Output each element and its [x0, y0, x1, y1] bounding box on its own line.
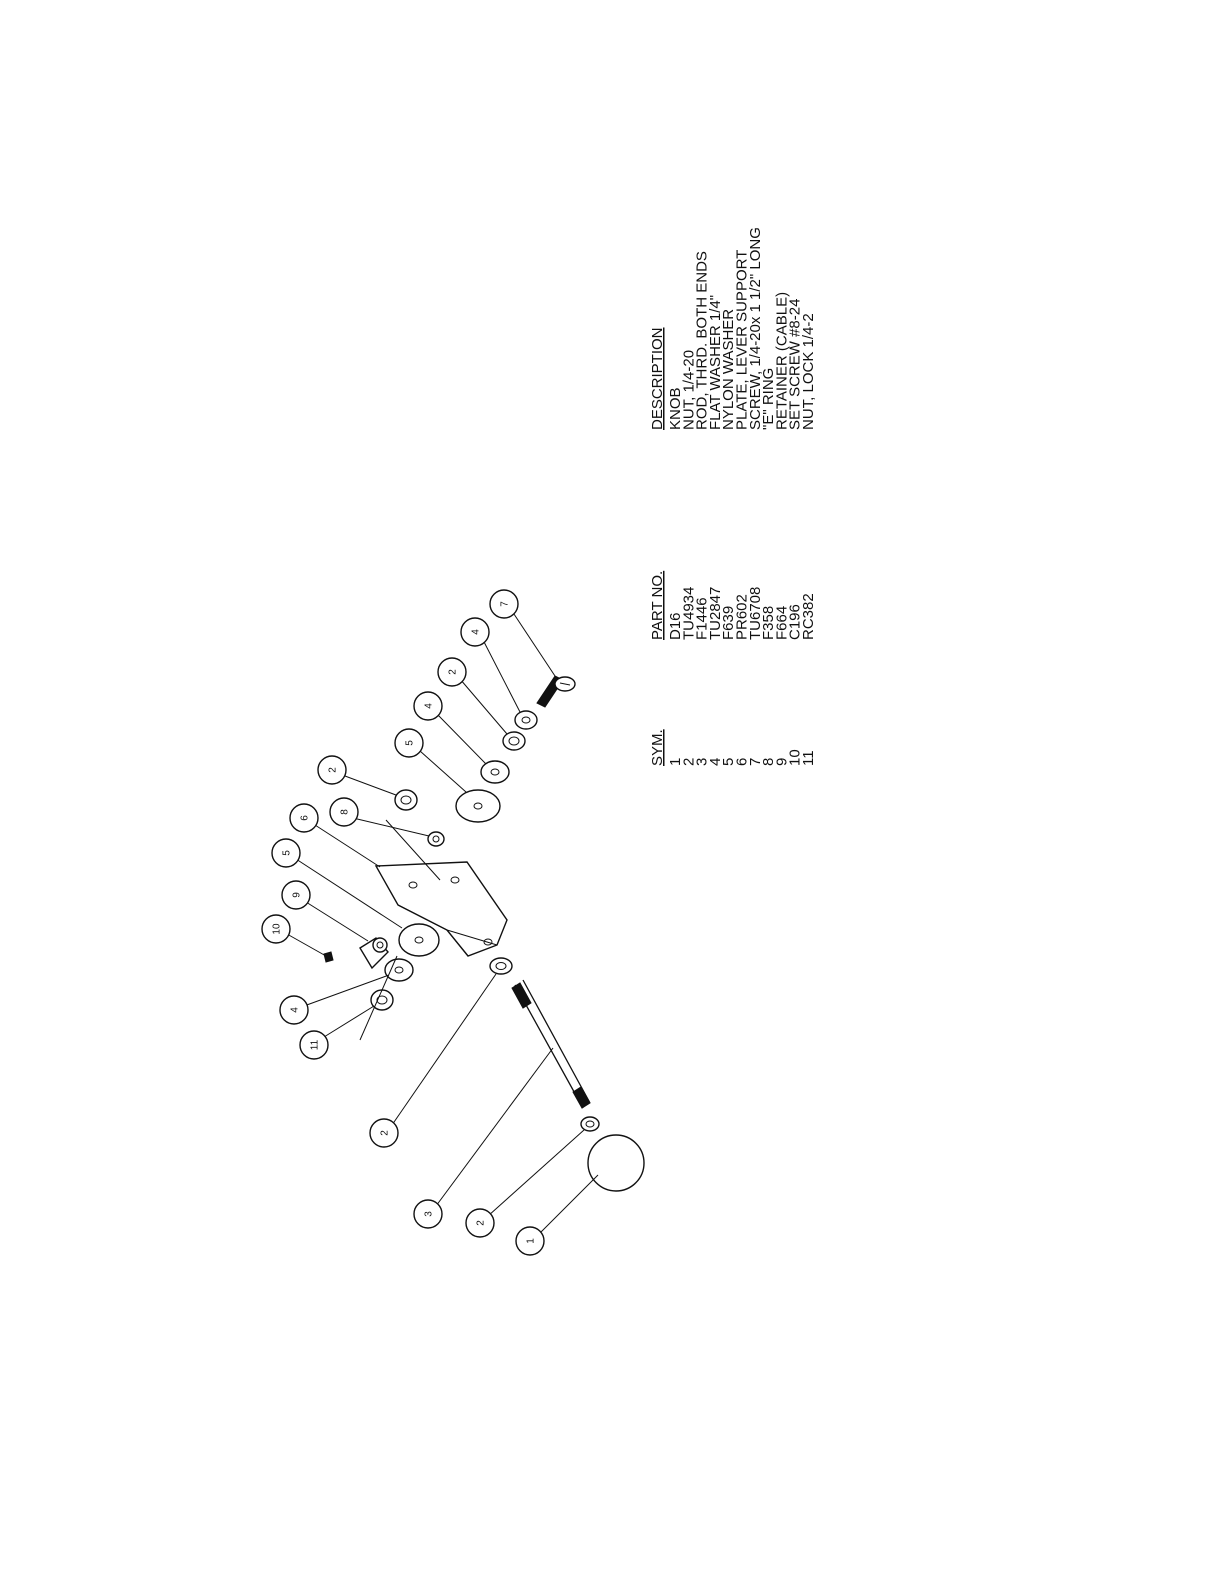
callout-5-right: 5 [394, 728, 424, 758]
svg-text:5: 5 [282, 850, 293, 856]
table-cell-sym: 1 [667, 758, 684, 766]
table-cell-sym: 2 [680, 758, 697, 766]
nut-upper-right-part [394, 789, 418, 811]
parts-table-rows: 1 D16 KNOB 2 TU4934 NUT, 1/4-20 3 F1446 ROD, THR… [667, 227, 817, 766]
e-ring-part [427, 831, 445, 847]
table-cell-part-no: D16 [667, 612, 684, 640]
table-cell-sym: 11 [800, 750, 817, 766]
nut-on-rod-part [489, 957, 513, 975]
lever-support-plate-part [374, 861, 508, 957]
table-cell-description: SCREW, 1/4-20x 1 1/2" LONG [747, 227, 764, 430]
table-cell-sym: 7 [747, 758, 764, 766]
table-cell-sym: 4 [707, 758, 724, 766]
callout-4-far-right: 4 [460, 617, 490, 647]
table-cell-description: NYLON WASHER [720, 309, 737, 430]
svg-text:6: 6 [300, 815, 311, 821]
callout-11: 11 [299, 1030, 329, 1060]
table-cell-part-no: TU6708 [747, 587, 764, 640]
callout-1: 1 [515, 1226, 545, 1256]
svg-text:2: 2 [380, 1130, 391, 1136]
lock-nut-part [370, 989, 394, 1011]
parts-table: SYM. PART NO. DESCRIPTION 1 D16 KNOB 2 TU493… [649, 227, 817, 766]
svg-text:7: 7 [500, 601, 511, 607]
table-cell-part-no: F1446 [694, 597, 711, 640]
table-cell-part-no: RC382 [800, 593, 817, 640]
svg-text:9: 9 [292, 892, 303, 898]
table-cell-part-no: C196 [787, 604, 804, 640]
svg-text:11: 11 [310, 1039, 321, 1050]
table-cell-description: NUT, 1/4-20 [680, 350, 697, 430]
table-cell-sym: 3 [694, 758, 711, 766]
callout-7: 7 [489, 589, 519, 619]
svg-text:2: 2 [448, 669, 459, 675]
threaded-rod-part [511, 979, 591, 1109]
nut-near-knob-part [580, 1116, 600, 1132]
flat-washer-left-part [384, 958, 414, 982]
svg-text:2: 2 [328, 767, 339, 773]
svg-text:10: 10 [272, 923, 283, 935]
nut-right-part [502, 731, 526, 751]
svg-text:5: 5 [405, 740, 416, 746]
nylon-washer-right-part [455, 789, 501, 823]
callout-8: 8 [329, 797, 359, 827]
table-cell-part-no: F639 [720, 606, 737, 640]
header-description: DESCRIPTION [649, 327, 666, 430]
table-cell-description: RETAINER (CABLE) [773, 292, 790, 430]
callout-3: 3 [413, 1199, 443, 1229]
callout-5-left: 5 [271, 838, 301, 868]
table-cell-sym: 8 [760, 758, 777, 766]
table-cell-part-no: PR602 [734, 594, 751, 640]
table-cell-description: FLAT WASHER 1/4" [707, 295, 724, 430]
table-cell-sym: 10 [787, 749, 804, 766]
leader-lines [286, 604, 599, 1237]
screw-part [536, 675, 576, 708]
callout-2-rod-nut: 2 [369, 1118, 399, 1148]
svg-text:4: 4 [424, 703, 435, 709]
callout-4-right: 4 [413, 691, 443, 721]
nylon-washer-left-part [398, 923, 440, 957]
svg-text:4: 4 [471, 629, 482, 635]
knob-part [587, 1134, 645, 1192]
table-cell-part-no: F358 [760, 606, 777, 640]
svg-text:4: 4 [290, 1007, 301, 1013]
flat-washer-far-right-part [514, 710, 538, 730]
set-screw-part [323, 951, 334, 963]
table-cell-description: NUT, LOCK 1/4-2 [800, 313, 817, 430]
table-cell-sym: 6 [734, 758, 751, 766]
table-cell-part-no: TU2847 [707, 587, 724, 640]
callout-9: 9 [281, 880, 311, 910]
table-cell-sym: 9 [773, 758, 790, 766]
svg-text:1: 1 [526, 1238, 537, 1244]
callout-2-knob-nut: 2 [465, 1208, 495, 1238]
assembly-drawing: 1 2 3 2 11 4 10 9 [261, 589, 645, 1256]
table-cell-description: KNOB [667, 387, 684, 430]
table-cell-description: ROD, THRD. BOTH ENDS [694, 251, 711, 430]
table-cell-part-no: F664 [773, 606, 790, 640]
table-cell-part-no: TU4934 [680, 587, 697, 640]
flat-washer-right-part [480, 760, 510, 784]
table-cell-sym: 5 [720, 758, 737, 766]
svg-text:8: 8 [340, 809, 351, 815]
callout-2-upper-right: 2 [317, 755, 347, 785]
table-cell-description: "E" RING [760, 368, 777, 430]
table-cell-description: SET SCREW #8-24 [787, 299, 804, 430]
callout-10: 10 [261, 914, 291, 944]
table-cell-description: PLATE, LEVER SUPPORT [734, 250, 751, 430]
cable-retainer-part [359, 937, 389, 970]
header-sym: SYM. [649, 729, 666, 766]
header-part-no: PART NO. [649, 571, 666, 640]
callout-6: 6 [289, 803, 319, 833]
svg-text:3: 3 [424, 1211, 435, 1217]
callout-2-right: 2 [437, 657, 467, 687]
svg-text:2: 2 [476, 1220, 487, 1226]
callout-4-left: 4 [279, 995, 309, 1025]
